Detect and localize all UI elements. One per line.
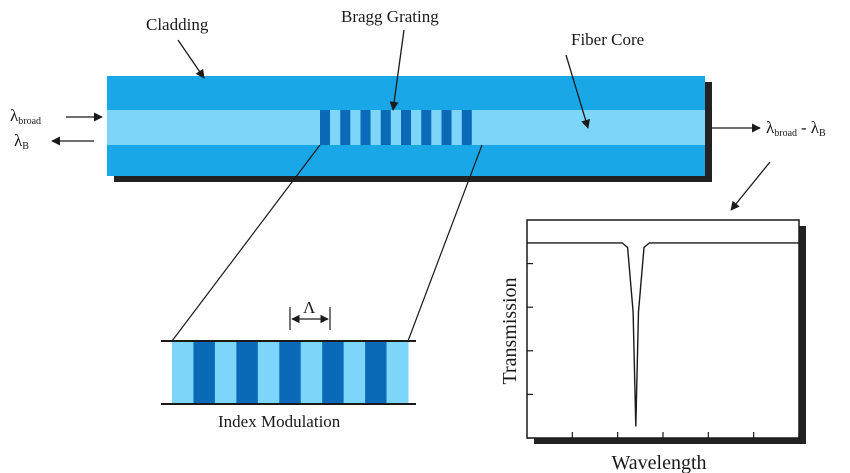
modulation-stripe <box>236 341 259 404</box>
chart-ticks <box>527 263 800 439</box>
grating-stripe <box>390 110 401 145</box>
grating-stripe <box>471 110 482 145</box>
period-label: Λ <box>303 298 316 317</box>
bragg-grating-label: Bragg Grating <box>341 7 439 26</box>
bragg-grating-pointer <box>389 29 405 111</box>
transmission-chart: Transmission Wavelength <box>499 219 806 473</box>
fiber-core-pointer <box>565 54 590 129</box>
modulation-stripe <box>172 341 194 404</box>
modulation-stripes <box>172 341 409 404</box>
bragg-grating <box>320 110 482 145</box>
grating-stripe <box>421 110 432 145</box>
zoom-line-right <box>407 144 483 342</box>
modulation-stripe <box>386 341 409 404</box>
grating-stripe <box>461 110 472 145</box>
index-modulation-inset: Λ Index Modulation <box>161 298 416 431</box>
grating-stripe <box>441 110 452 145</box>
reflected-subscript: B <box>22 141 29 152</box>
grating-stripe <box>380 110 391 145</box>
modulation-stripe <box>343 341 366 404</box>
grating-stripe <box>320 110 331 145</box>
chart-panel <box>526 219 800 439</box>
grating-stripe <box>411 110 422 145</box>
grating-stripe <box>451 110 462 145</box>
grating-stripe <box>330 110 341 145</box>
grating-stripe <box>360 110 371 145</box>
modulation-stripe <box>193 341 216 404</box>
reflected-lambda: λB <box>14 131 29 152</box>
input-lambda: λbroad <box>10 106 41 127</box>
input-subscript: broad <box>18 116 41 127</box>
grating-stripe <box>401 110 412 145</box>
modulation-stripe <box>322 341 345 404</box>
grating-stripe <box>431 110 442 145</box>
fiber-core-label: Fiber Core <box>571 30 644 49</box>
y-axis-label: Transmission <box>499 277 521 384</box>
fiber <box>107 76 712 182</box>
modulation-stripe <box>214 341 237 404</box>
output-to-chart-pointer <box>730 161 771 211</box>
x-axis-label: Wavelength <box>611 452 706 473</box>
modulation-stripe <box>300 341 323 404</box>
zoom-line-left <box>171 144 321 342</box>
grating-stripe <box>350 110 361 145</box>
modulation-stripe <box>257 341 280 404</box>
output-lambda: λbroad-λB <box>766 118 826 139</box>
cladding-label: Cladding <box>146 15 209 34</box>
index-modulation-label: Index Modulation <box>218 412 341 431</box>
grating-stripe <box>370 110 381 145</box>
cladding-pointer <box>177 39 205 79</box>
transmission-curve <box>527 242 799 427</box>
grating-stripe <box>340 110 351 145</box>
modulation-stripe <box>365 341 388 404</box>
modulation-stripe <box>279 341 302 404</box>
